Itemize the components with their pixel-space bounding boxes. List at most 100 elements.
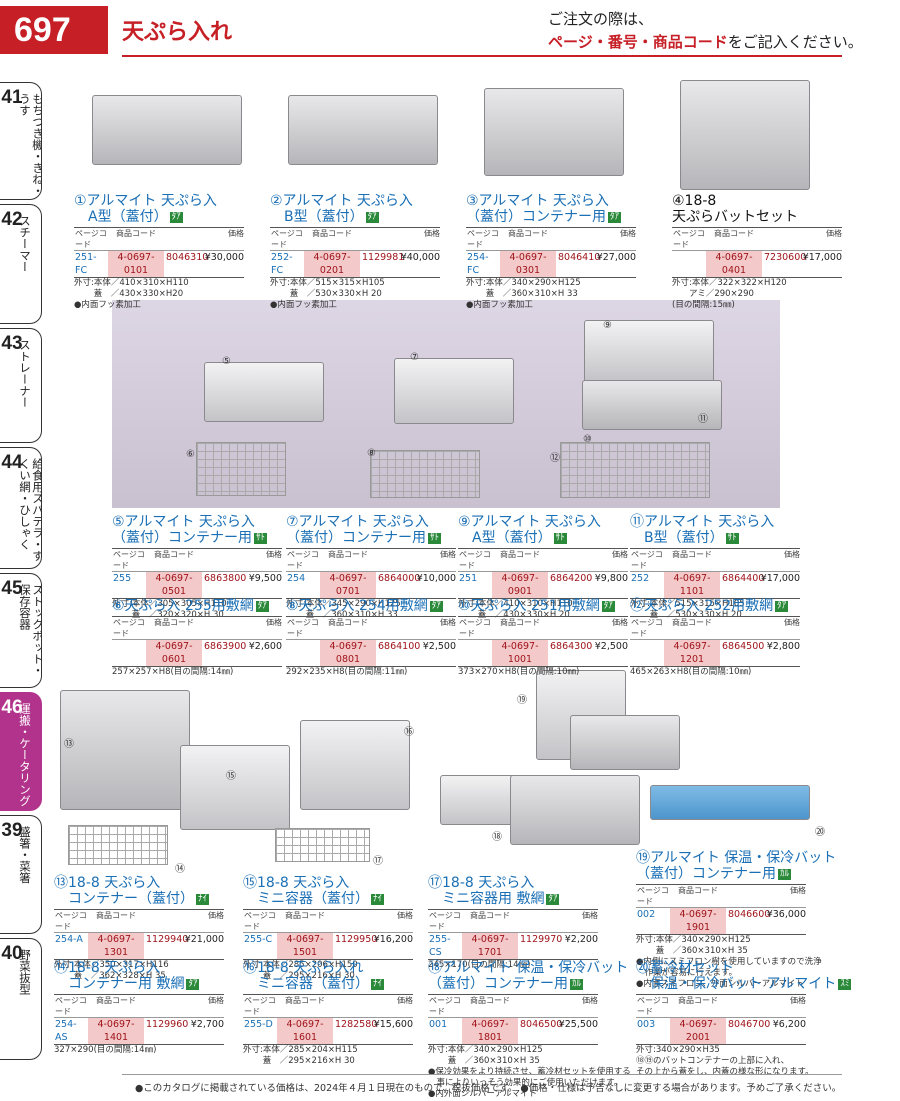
spec-line: ●保冷効果をより持続させ、蓄冷材セットを使用する [428, 1067, 631, 1077]
sub-code: 1129981 [362, 252, 405, 263]
product-name-line2: B型（蓋付）ｻﾄ [630, 530, 739, 546]
callout-number: ⑭ [175, 864, 185, 875]
tab-label: 運搬・ケータリング [18, 703, 32, 807]
spec-line: 外寸:本体／345×290×H125 [286, 599, 401, 609]
maker-badge: ﾀｱ [169, 211, 183, 223]
spec-line: ●内外面シルバーアルマイト [428, 1089, 537, 1099]
spec-line: 蓋 ／295×216×H 30 [243, 1056, 355, 1066]
product-image-14 [68, 825, 168, 865]
product-name-line2: ミニ容器（蓋付）ﾅｲ [243, 891, 385, 907]
spec-line: 蓋 ／530×330×H 20 [630, 610, 742, 620]
page-code: 252 [631, 573, 650, 584]
product-name-line2: 保温・保冷バット アルマイトｽﾐ [636, 976, 852, 992]
price-table-header: ページコード商品コード価格 [243, 911, 413, 933]
sub-code: 6864100 [378, 641, 421, 652]
header-rule [122, 55, 842, 57]
product-name-line2: B型（蓋付）ﾀｱ [270, 209, 379, 225]
product-image-18 [510, 775, 640, 845]
spec-line: 蓋 ／360×310×H 33 [286, 610, 398, 620]
sub-code: 8046700 [728, 1019, 771, 1030]
page-number: 697 [0, 6, 108, 54]
page-code: 003 [637, 1019, 656, 1030]
product-image-8 [370, 450, 480, 498]
product-image-9 [584, 320, 714, 382]
price: ¥21,000 [184, 934, 224, 945]
sub-code: 8046410 [558, 252, 601, 263]
tab-number: 40 [1, 943, 23, 964]
product-name: ⑬18-8 天ぷら入 [54, 875, 161, 891]
spec-line: 事によりいっそう効果的にご使用いただけます。 [428, 1078, 623, 1088]
product-name-line2: コンテナー用 敷網ﾀｱ [54, 976, 200, 992]
tab-label: 野菜抜型 [18, 949, 32, 995]
spec-line: 外寸:本体／285×206×H150 [243, 960, 358, 970]
product-code: 4-0697-1101 [664, 572, 720, 598]
tab-label: 給食用スパテラ・すくい網・ひしゃく [18, 458, 42, 562]
spec-line: アミ／290×290 [672, 289, 754, 299]
product-name: ⑤アルマイト 天ぷら入 [112, 514, 255, 530]
tab-label: スチーマー [18, 215, 32, 273]
callout-number: ⑦ [410, 352, 419, 363]
spec-line: 蓋 ／430×330×H20 [74, 289, 184, 299]
product-name: ⑯18-8 天ぷら入れ [243, 960, 364, 976]
spec-line: ●内面フッ素加工 [74, 300, 141, 310]
price: ¥6,200 [772, 1019, 806, 1030]
product-name-line2: （蓋付）コンテナー用ｻﾄ [112, 530, 268, 546]
product-code: 4-0697-1401 [88, 1018, 144, 1044]
price: ¥16,200 [373, 934, 413, 945]
footer-note: ●このカタログに掲載されている価格は、2024年４月１日現在のもので、税抜価格で… [135, 1083, 842, 1094]
spec-line: 作業が容易に行えます。 [636, 968, 738, 978]
product-image-16 [300, 720, 410, 810]
product-block: ⑱アルマイト 保温・保冷バット（蓋付）コンテナー用ｶﾙページコード商品コード価格… [428, 960, 631, 1100]
product-code: 4-0697-0401 [706, 251, 762, 277]
price: ¥17,000 [760, 573, 800, 584]
page-code [672, 251, 706, 277]
maker-badge: ﾀｱ [775, 600, 789, 612]
page-code: 002 [637, 909, 656, 920]
spec-line: 外寸:本体／410×310×H110 [458, 599, 573, 609]
price: ¥30,000 [204, 252, 244, 263]
price-table-header: ページコード商品コード価格 [458, 550, 628, 572]
page-code: 254-AS [55, 1019, 77, 1043]
sub-code: 7230600 [764, 252, 807, 263]
price-table-header: ページコード商品コード価格 [270, 229, 440, 251]
price: ¥2,600 [248, 641, 282, 652]
page-title: 天ぷら入れ [122, 20, 233, 45]
spec-line: 327×290(目の間隔:14㎜) [54, 1045, 157, 1055]
product-image-20 [650, 785, 810, 820]
price-table-header: ページコード商品コード価格 [428, 996, 598, 1018]
maker-badge: ﾀｱ [365, 211, 379, 223]
price-table-header: ページコード商品コード価格 [286, 550, 456, 572]
page-code: 251-FC [75, 252, 97, 276]
spec-line: 蓋 ／530×330×H 20 [270, 289, 382, 299]
price-table-header: ページコード商品コード価格 [428, 911, 598, 933]
maker-badge: ｻﾄ [553, 532, 567, 544]
order-notice: ご注文の際は、 ページ・番号・商品コードをご記入ください。 [548, 10, 863, 51]
product-name: ②アルマイト 天ぷら入 [270, 193, 413, 209]
maker-badge: ﾀｱ [608, 211, 622, 223]
product-image-15 [180, 745, 290, 830]
product-code: 4-0697-0501 [146, 572, 202, 598]
product-image-4 [680, 80, 810, 190]
